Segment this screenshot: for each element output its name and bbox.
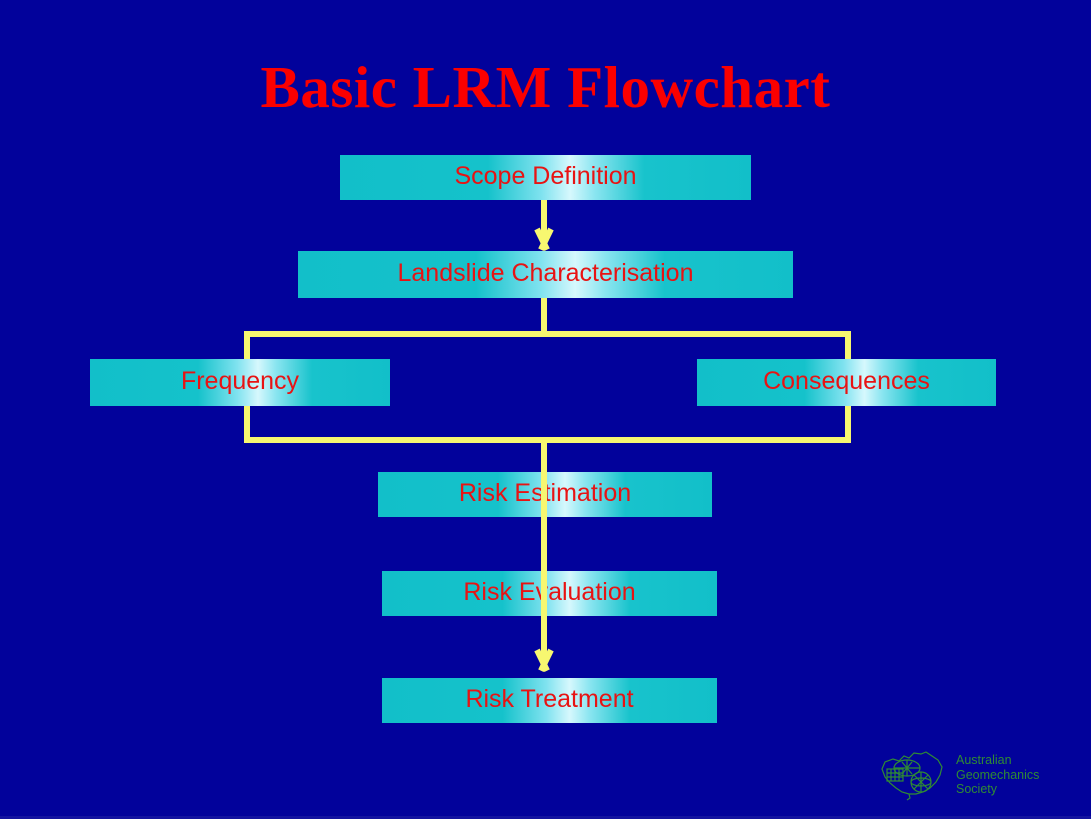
arrowhead-down-icon-scope xyxy=(533,229,555,249)
node-frequency[interactable]: Frequency xyxy=(90,359,390,406)
node-landslide-characterisation[interactable]: Landslide Characterisation xyxy=(298,251,793,298)
node-consequences[interactable]: Consequences xyxy=(697,359,996,406)
node-risk-treatment[interactable]: Risk Treatment xyxy=(382,678,717,723)
page-title: Basic LRM Flowchart xyxy=(260,54,831,120)
node-scope-definition[interactable]: Scope Definition xyxy=(340,155,751,200)
logo-line-1: Australian xyxy=(956,753,1012,768)
node-label: Consequences xyxy=(763,367,930,395)
slide-bottom-edge xyxy=(0,816,1091,819)
connector-scope-to-landslide xyxy=(541,200,547,240)
logo-line-3: Society xyxy=(956,782,997,797)
organisation-logo: Australian Geomechanics Society xyxy=(876,746,1081,804)
logo-line-2: Geomechanics xyxy=(956,767,1040,782)
node-label: Risk Treatment xyxy=(465,685,634,713)
connector-risk-evaluation-to-treatment xyxy=(541,571,547,659)
connector-bracket-to-risk-estimation xyxy=(541,440,547,475)
logo-text: Australian Geomechanics Society xyxy=(956,753,1039,797)
arrowhead-down-icon-treatment xyxy=(533,650,555,670)
node-label: Frequency xyxy=(180,367,300,395)
node-label: Risk Evaluation xyxy=(463,578,636,606)
australia-map-icon xyxy=(881,751,943,801)
node-risk-evaluation[interactable]: Risk Evaluation xyxy=(382,571,717,616)
connector-landslide-to-bracket xyxy=(541,298,547,334)
node-label: Scope Definition xyxy=(454,162,637,190)
connector-bracket-bottom xyxy=(244,437,851,443)
node-label: Landslide Characterisation xyxy=(397,259,694,287)
connector-risk-estimation-to-evaluation xyxy=(541,472,547,574)
connector-bracket-top xyxy=(244,331,851,337)
